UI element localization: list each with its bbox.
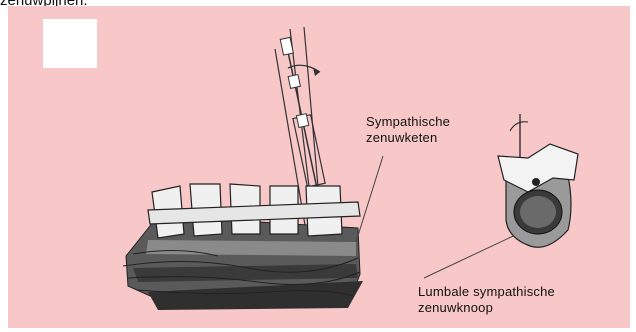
- label-line: Sympathische: [366, 114, 450, 130]
- leader-chain: [356, 156, 383, 242]
- label-lumbar-ganglion: Lumbale sympathische zenuwknoop: [418, 284, 555, 316]
- cross-section: [498, 114, 578, 247]
- illustration-panel: Sympathische zenuwketen Lumbale sympathi…: [8, 6, 630, 328]
- label-sympathetic-chain: Sympathische zenuwketen: [366, 114, 450, 146]
- vertebrae: [148, 184, 360, 238]
- label-line: zenuwknoop: [418, 300, 555, 316]
- label-line: zenuwketen: [366, 130, 450, 146]
- label-line: Lumbale sympathische: [418, 284, 555, 300]
- spine-illustration: [8, 6, 630, 328]
- leader-ganglion: [424, 230, 526, 278]
